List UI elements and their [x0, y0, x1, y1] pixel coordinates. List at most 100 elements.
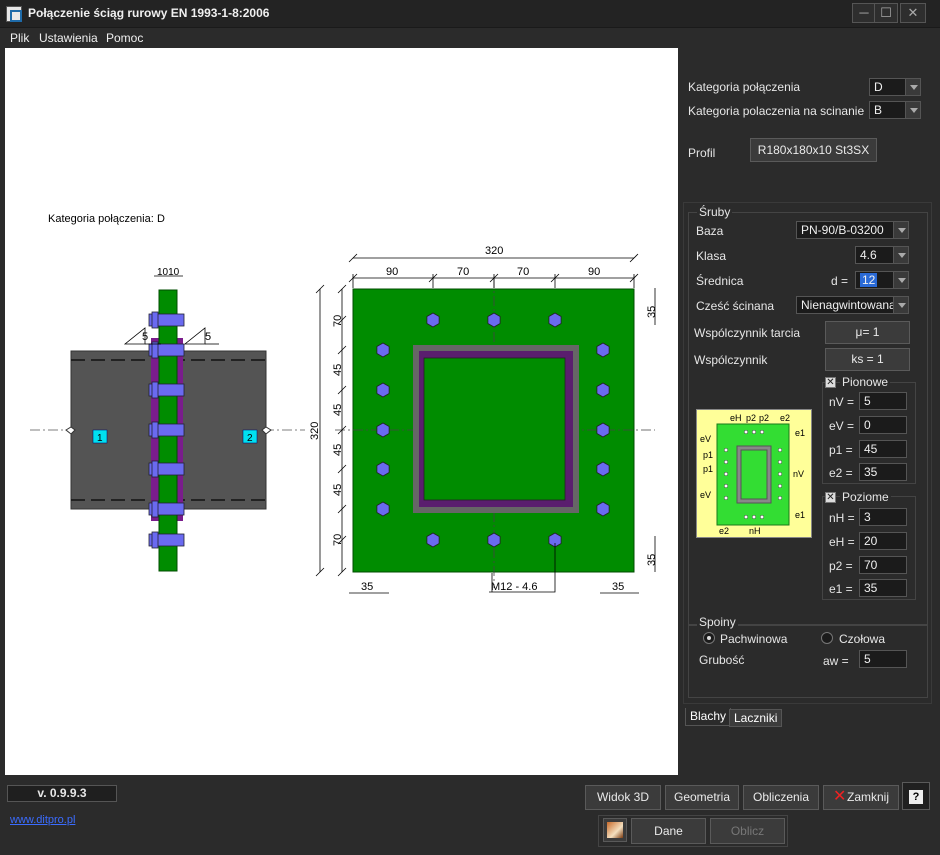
chevron-down-icon: [893, 297, 908, 313]
diagram-bolt: [751, 514, 757, 520]
horizontal-checkbox[interactable]: ✕: [825, 492, 836, 503]
tab-plates[interactable]: Blachy: [685, 708, 732, 726]
category-label: Kategoria połączenia: [688, 80, 801, 94]
class-select[interactable]: 4.6: [855, 246, 909, 264]
dim-top-3: 70: [517, 266, 529, 278]
ev-input[interactable]: 0: [859, 416, 907, 434]
bolt: [426, 532, 440, 548]
tube-wall: [413, 345, 579, 513]
menu-bar: Plik Ustawienia Pomoc: [0, 29, 940, 48]
diameter-prefix: d =: [831, 274, 849, 288]
maximize-button[interactable]: ☐: [874, 3, 898, 23]
e1-label: e1 =: [829, 582, 853, 596]
dim-left-1: 70: [332, 315, 344, 327]
bolt-nut: [151, 311, 159, 329]
menu-settings[interactable]: Ustawienia: [39, 31, 98, 45]
p1-input[interactable]: 45: [859, 440, 907, 458]
fillet-label: Pachwinowa: [720, 632, 788, 646]
menu-file[interactable]: Plik: [10, 31, 30, 45]
bolt-nut: [151, 381, 159, 399]
p2-input[interactable]: 70: [859, 556, 907, 574]
vertical-checkbox[interactable]: ✕: [825, 377, 836, 388]
side-bolts: [148, 311, 185, 549]
data-icon-button[interactable]: [603, 818, 627, 842]
dim-tick: [629, 253, 639, 263]
base-label: Baza: [696, 224, 724, 238]
svg-text:nV: nV: [793, 469, 804, 479]
butt-radio[interactable]: [821, 632, 833, 644]
dim-tick: [337, 567, 347, 577]
dim-left-6: 70: [332, 534, 344, 546]
aw-input[interactable]: 5: [859, 650, 907, 668]
website-link[interactable]: www.ditpro.pl: [10, 814, 76, 826]
chevron-down-icon: [905, 79, 920, 95]
base-select[interactable]: PN-90/B-03200: [796, 221, 909, 239]
minimize-button[interactable]: ─: [852, 3, 876, 23]
horizontal-group-title: Poziome: [840, 490, 891, 504]
dim-left-2: 45: [332, 364, 344, 376]
drawing-canvas[interactable]: Kategoria połączenia: D 5 5 1010 1: [5, 48, 678, 775]
butt-label: Czołowa: [839, 632, 886, 646]
svg-text:e1: e1: [795, 510, 805, 520]
dim-total-width: 320: [485, 245, 503, 257]
e2-label: e2 =: [829, 466, 853, 480]
nh-input[interactable]: 3: [859, 508, 907, 526]
calculations-button[interactable]: Obliczenia: [743, 785, 819, 810]
coef-button[interactable]: ks = 1: [825, 348, 910, 371]
compute-button[interactable]: Oblicz: [710, 818, 785, 844]
diagram-bolt: [743, 514, 749, 520]
svg-text:nH: nH: [749, 526, 761, 536]
bolts-group-title: Śruby: [697, 205, 733, 219]
shear-category-select[interactable]: B: [869, 101, 921, 119]
diagram-bolt: [777, 447, 783, 453]
menu-help[interactable]: Pomoc: [106, 31, 144, 45]
marker-1-label: 1: [97, 433, 103, 444]
shear-part-select[interactable]: Nienagwintowana: [796, 296, 909, 314]
bolt: [596, 422, 610, 438]
nv-input[interactable]: 5: [859, 392, 907, 410]
p1-label: p1 =: [829, 443, 853, 457]
svg-text:e1: e1: [795, 428, 805, 438]
diagram-bolt: [723, 495, 729, 501]
close-window-button[interactable]: ✕: [900, 3, 926, 23]
eh-input[interactable]: 20: [859, 532, 907, 550]
weld-size-left: 5: [142, 331, 148, 343]
data-button[interactable]: Dane: [631, 818, 706, 844]
shear-category-label: Kategoria polaczenia na scinanie: [688, 104, 865, 118]
bolt: [376, 342, 390, 358]
dim-right-bottom: 35: [646, 554, 658, 566]
front-bolts: [376, 312, 610, 548]
help-button[interactable]: ?: [902, 782, 930, 810]
fillet-radio[interactable]: [703, 632, 715, 644]
chevron-down-icon: [893, 247, 908, 263]
dim-tick: [337, 464, 347, 474]
coef-label: Wspólczynnik: [694, 353, 768, 367]
dim-total-height: 320: [309, 422, 321, 440]
bolt: [376, 501, 390, 517]
bolt-label: M12 - 4.6: [491, 581, 537, 593]
friction-button[interactable]: μ= 1: [825, 321, 910, 344]
geometry-button[interactable]: Geometria: [665, 785, 739, 810]
svg-text:eV: eV: [700, 490, 711, 500]
svg-text:p1: p1: [703, 450, 713, 460]
dim-tick: [337, 425, 347, 435]
diagram-bolt: [759, 429, 765, 435]
close-button[interactable]: ✕ Zamknij: [823, 785, 899, 810]
e1-input[interactable]: 35: [859, 579, 907, 597]
diagram-tube-inner: [740, 449, 768, 500]
bolts-outer-frame: [683, 202, 932, 704]
tab-fasteners[interactable]: Laczniki: [729, 709, 783, 727]
ev-label: eV =: [829, 419, 855, 433]
bolt: [596, 461, 610, 477]
aw-label: aw =: [823, 654, 849, 668]
thickness-label: Grubość: [699, 653, 745, 667]
profile-button[interactable]: R180x180x10 St3SX: [750, 138, 877, 162]
category-select[interactable]: D: [869, 78, 921, 96]
dim-tick: [337, 284, 347, 294]
small-dim-top: 1010: [157, 267, 180, 278]
dim-top-1: 90: [386, 266, 398, 278]
e2-input[interactable]: 35: [859, 463, 907, 481]
view-3d-button[interactable]: Widok 3D: [585, 785, 661, 810]
bolt-layout-diagram: eH p2 p2 e2 e1 eV p1 p1 nV eV e1 e2 nH: [696, 409, 812, 538]
diameter-select[interactable]: 12: [855, 271, 909, 289]
